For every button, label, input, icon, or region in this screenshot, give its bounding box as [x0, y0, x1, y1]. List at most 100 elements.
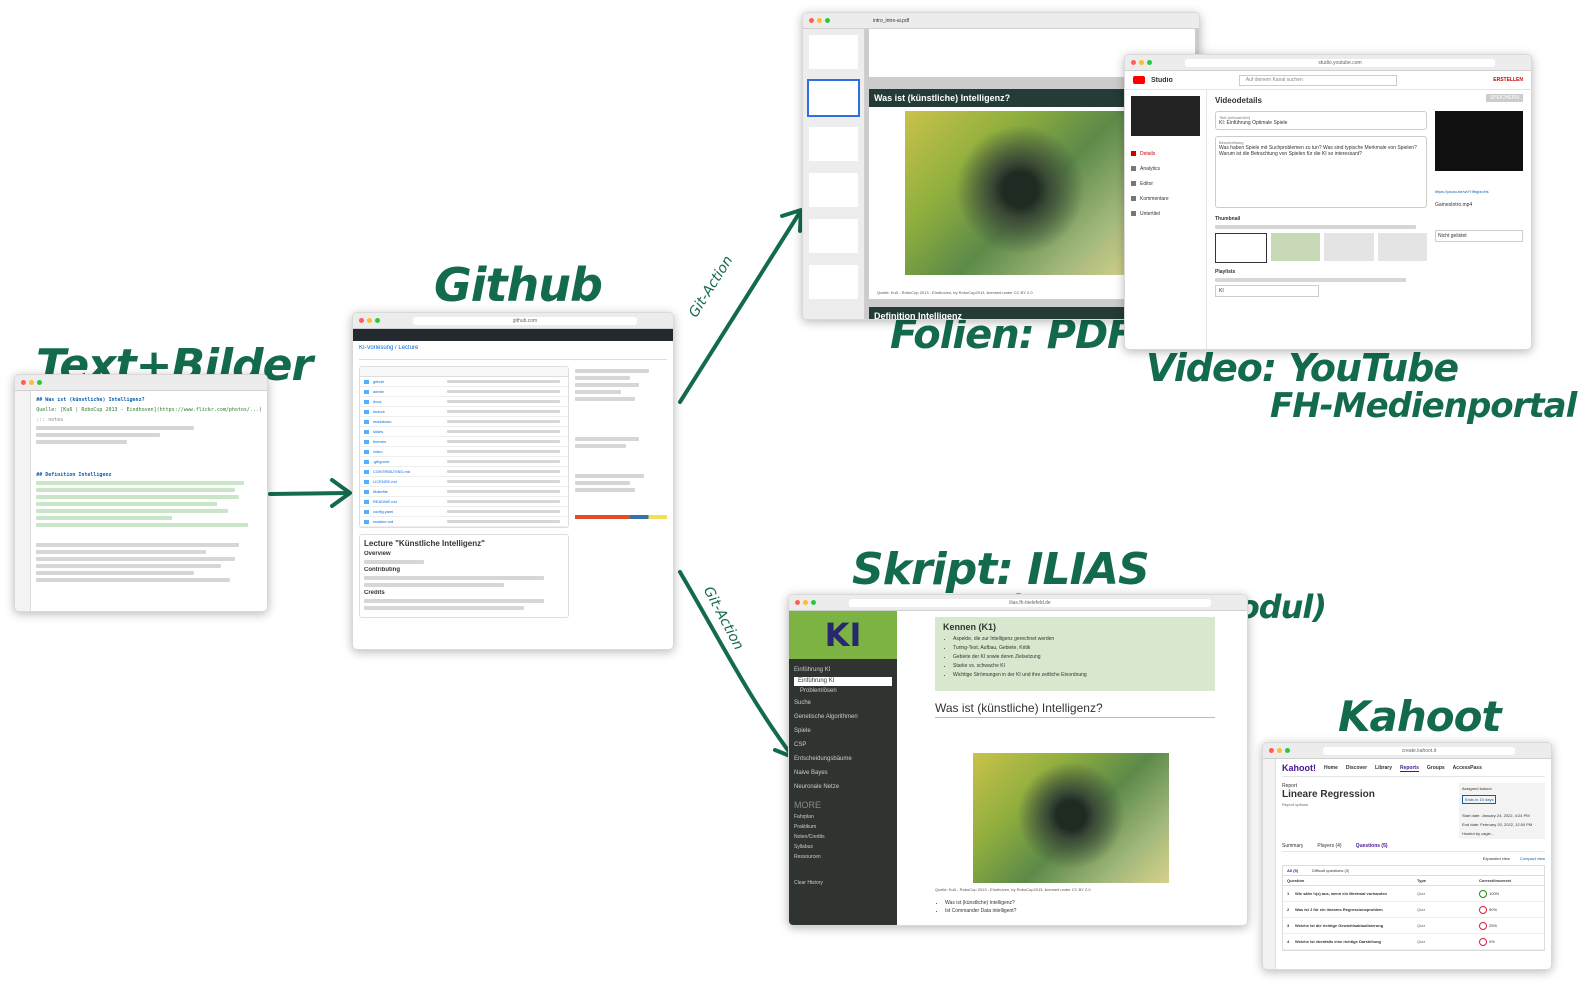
ilias-menu-item[interactable]: Entscheidungsbäume: [794, 756, 852, 762]
kahoot-question-type: Quiz: [1417, 923, 1426, 928]
kahoot-question-text: Wie sähe h(x) aus, wenn ein Merkmal vorh…: [1295, 891, 1387, 896]
kahoot-start-date: Start date: January 24, 2022, 4:24 PM: [1462, 813, 1530, 818]
github-file-row[interactable]: .gitignore: [360, 457, 568, 467]
ilias-bullet: Ist Commander Data intelligent?: [945, 907, 1016, 915]
github-file-row[interactable]: github: [360, 377, 568, 387]
kahoot-filter[interactable]: Difficult questions (3): [1312, 868, 1350, 873]
ilias-more-item[interactable]: Praktikum: [794, 824, 817, 830]
youtube-nav-item[interactable]: Details: [1131, 146, 1200, 161]
youtube-nav-item[interactable]: Untertitel: [1131, 206, 1200, 221]
ilias-more-item[interactable]: Ressourcen: [794, 854, 821, 860]
github-file-name: LICENSE.md: [373, 479, 397, 484]
nav-icon: [1131, 196, 1136, 201]
youtube-save-button[interactable]: SPEICHERN: [1485, 94, 1523, 102]
youtube-search-input[interactable]: Auf deinem Kanal suchen: [1238, 74, 1397, 86]
github-file-row[interactable]: readme.md: [360, 517, 568, 527]
kahoot-question-text: Welche ist ebenfalls eine richtige Darst…: [1295, 939, 1381, 944]
ilias-menu-item[interactable]: Einführung KI: [794, 677, 892, 686]
pdf-slide2-title: Definition Intelligenz: [869, 307, 1195, 319]
label-video-line2: FH-Medienportal: [1270, 386, 1577, 426]
github-file-row[interactable]: Makefile: [360, 487, 568, 497]
kahoot-compact-view[interactable]: Compact view: [1519, 856, 1545, 861]
kahoot-question-row[interactable]: 4 Welche ist ebenfalls eine richtige Dars…: [1283, 934, 1544, 950]
ilias-heading: Was ist (künstliche) Intelligenz?: [935, 701, 1215, 718]
folder-icon: [364, 419, 369, 424]
github-file-row[interactable]: admin: [360, 387, 568, 397]
kahoot-question-number: 4: [1287, 939, 1290, 944]
kahoot-col-correct[interactable]: Correct/incorrect: [1479, 878, 1512, 883]
youtube-desc-input[interactable]: Was haben Spiele mit Suchproblemen zu tu…: [1219, 145, 1417, 157]
youtube-nav-item[interactable]: Kommentare: [1131, 191, 1200, 206]
github-file-name: config.yaml: [373, 509, 394, 514]
youtube-logo-icon: [1133, 76, 1145, 84]
kahoot-nav-item[interactable]: Home: [1324, 764, 1338, 771]
ilias-menu-item[interactable]: Genetische Algorithmen: [794, 714, 858, 720]
kahoot-nav-item[interactable]: Reports: [1399, 764, 1419, 772]
github-file-row[interactable]: README.md: [360, 497, 568, 507]
ilias-menu-item[interactable]: Spiele: [794, 728, 811, 734]
youtube-nav-item[interactable]: Analytics: [1131, 161, 1200, 176]
ilias-caption: Quelle: Kuß - RoboCup 2013 - Eindhoven, …: [935, 887, 1091, 892]
editor-notes: ::: notes: [36, 417, 64, 423]
arrow-editor-to-github: [268, 491, 350, 496]
kahoot-col-type[interactable]: Type: [1417, 878, 1427, 883]
ilias-menu-item[interactable]: Suche: [794, 700, 812, 706]
folder-icon: [364, 489, 369, 494]
youtube-video-link[interactable]: https://youtu.be/wVY9bgtzoHs: [1435, 189, 1489, 194]
youtube-visibility[interactable]: Nicht gelistet: [1435, 230, 1523, 242]
kahoot-expanded-view[interactable]: Expanded view: [1482, 856, 1510, 861]
kahoot-brand[interactable]: Kahoot!: [1282, 763, 1316, 773]
kahoot-nav-item[interactable]: Groups: [1426, 764, 1445, 771]
github-file-row[interactable]: CONTRIBUTING.md: [360, 467, 568, 477]
label-video-line1: Video: YouTube: [1146, 346, 1459, 390]
youtube-title-input[interactable]: KI: Einführung Optimale Spiele: [1219, 120, 1288, 126]
youtube-playlist-select[interactable]: KI: [1215, 285, 1319, 297]
github-file-row[interactable]: config.yaml: [360, 507, 568, 517]
github-file-row[interactable]: themes: [360, 437, 568, 447]
nav-icon: [1131, 151, 1136, 156]
github-file-row[interactable]: video: [360, 447, 568, 457]
kahoot-tab[interactable]: Summary: [1282, 843, 1304, 849]
github-file-name: Makefile: [373, 489, 388, 494]
ilias-more-item[interactable]: Syllabus: [794, 844, 813, 850]
kahoot-tab[interactable]: Questions (5): [1355, 843, 1388, 849]
github-file-name: .gitignore: [373, 459, 390, 464]
kahoot-nav-item[interactable]: Discover: [1345, 764, 1368, 771]
kahoot-report-options[interactable]: Report options: [1282, 802, 1309, 807]
kahoot-tab[interactable]: Players (4): [1317, 843, 1342, 849]
github-file-row[interactable]: markdown: [360, 417, 568, 427]
github-file-row[interactable]: lecture: [360, 407, 568, 417]
youtube-thumbnail-label: Thumbnail: [1215, 216, 1241, 222]
github-file-name: README.md: [373, 499, 397, 504]
ilias-robot-image: [973, 753, 1169, 883]
ilias-more-item[interactable]: Fahrplan: [794, 814, 814, 820]
pdf-thumbnails: [803, 29, 865, 319]
kahoot-nav-item[interactable]: Library: [1375, 764, 1392, 771]
ilias-kennen-item: Wichtige Strömungen in der KI und ihre z…: [953, 671, 1207, 680]
youtube-create-button[interactable]: ERSTELLEN: [1493, 77, 1523, 83]
github-file-row[interactable]: docs: [360, 397, 568, 407]
nav-icon: [1131, 166, 1136, 171]
youtube-nav-item[interactable]: Editor: [1131, 176, 1200, 191]
ilias-menu-item[interactable]: Problemlösen: [800, 688, 837, 694]
github-file-row[interactable]: LICENSE.md: [360, 477, 568, 487]
folder-icon: [364, 389, 369, 394]
kahoot-filter[interactable]: All (5): [1287, 868, 1299, 873]
ilias-menu-item[interactable]: Einführung KI: [794, 667, 831, 673]
kahoot-question-pct: 100%: [1489, 891, 1500, 896]
youtube-nav-label: Details: [1140, 150, 1156, 157]
label-kahoot: Kahoot: [1338, 692, 1502, 741]
ilias-menu-item[interactable]: Naive Bayes: [794, 770, 828, 776]
ilias-menu-item[interactable]: Neuronale Netze: [794, 784, 840, 790]
kahoot-nav-item[interactable]: AccessPass: [1452, 764, 1482, 771]
github-file-row[interactable]: slides: [360, 427, 568, 437]
ilias-more-item[interactable]: Noten/Credits: [794, 834, 825, 840]
github-file-name: admin: [373, 389, 384, 394]
ilias-menu-item[interactable]: CSP: [794, 742, 807, 748]
ilias-clear-history[interactable]: Clear History: [794, 880, 823, 886]
github-repo-name[interactable]: KI-Vorlesung / Lecture: [359, 345, 419, 351]
kahoot-col-question[interactable]: Question: [1287, 878, 1305, 883]
